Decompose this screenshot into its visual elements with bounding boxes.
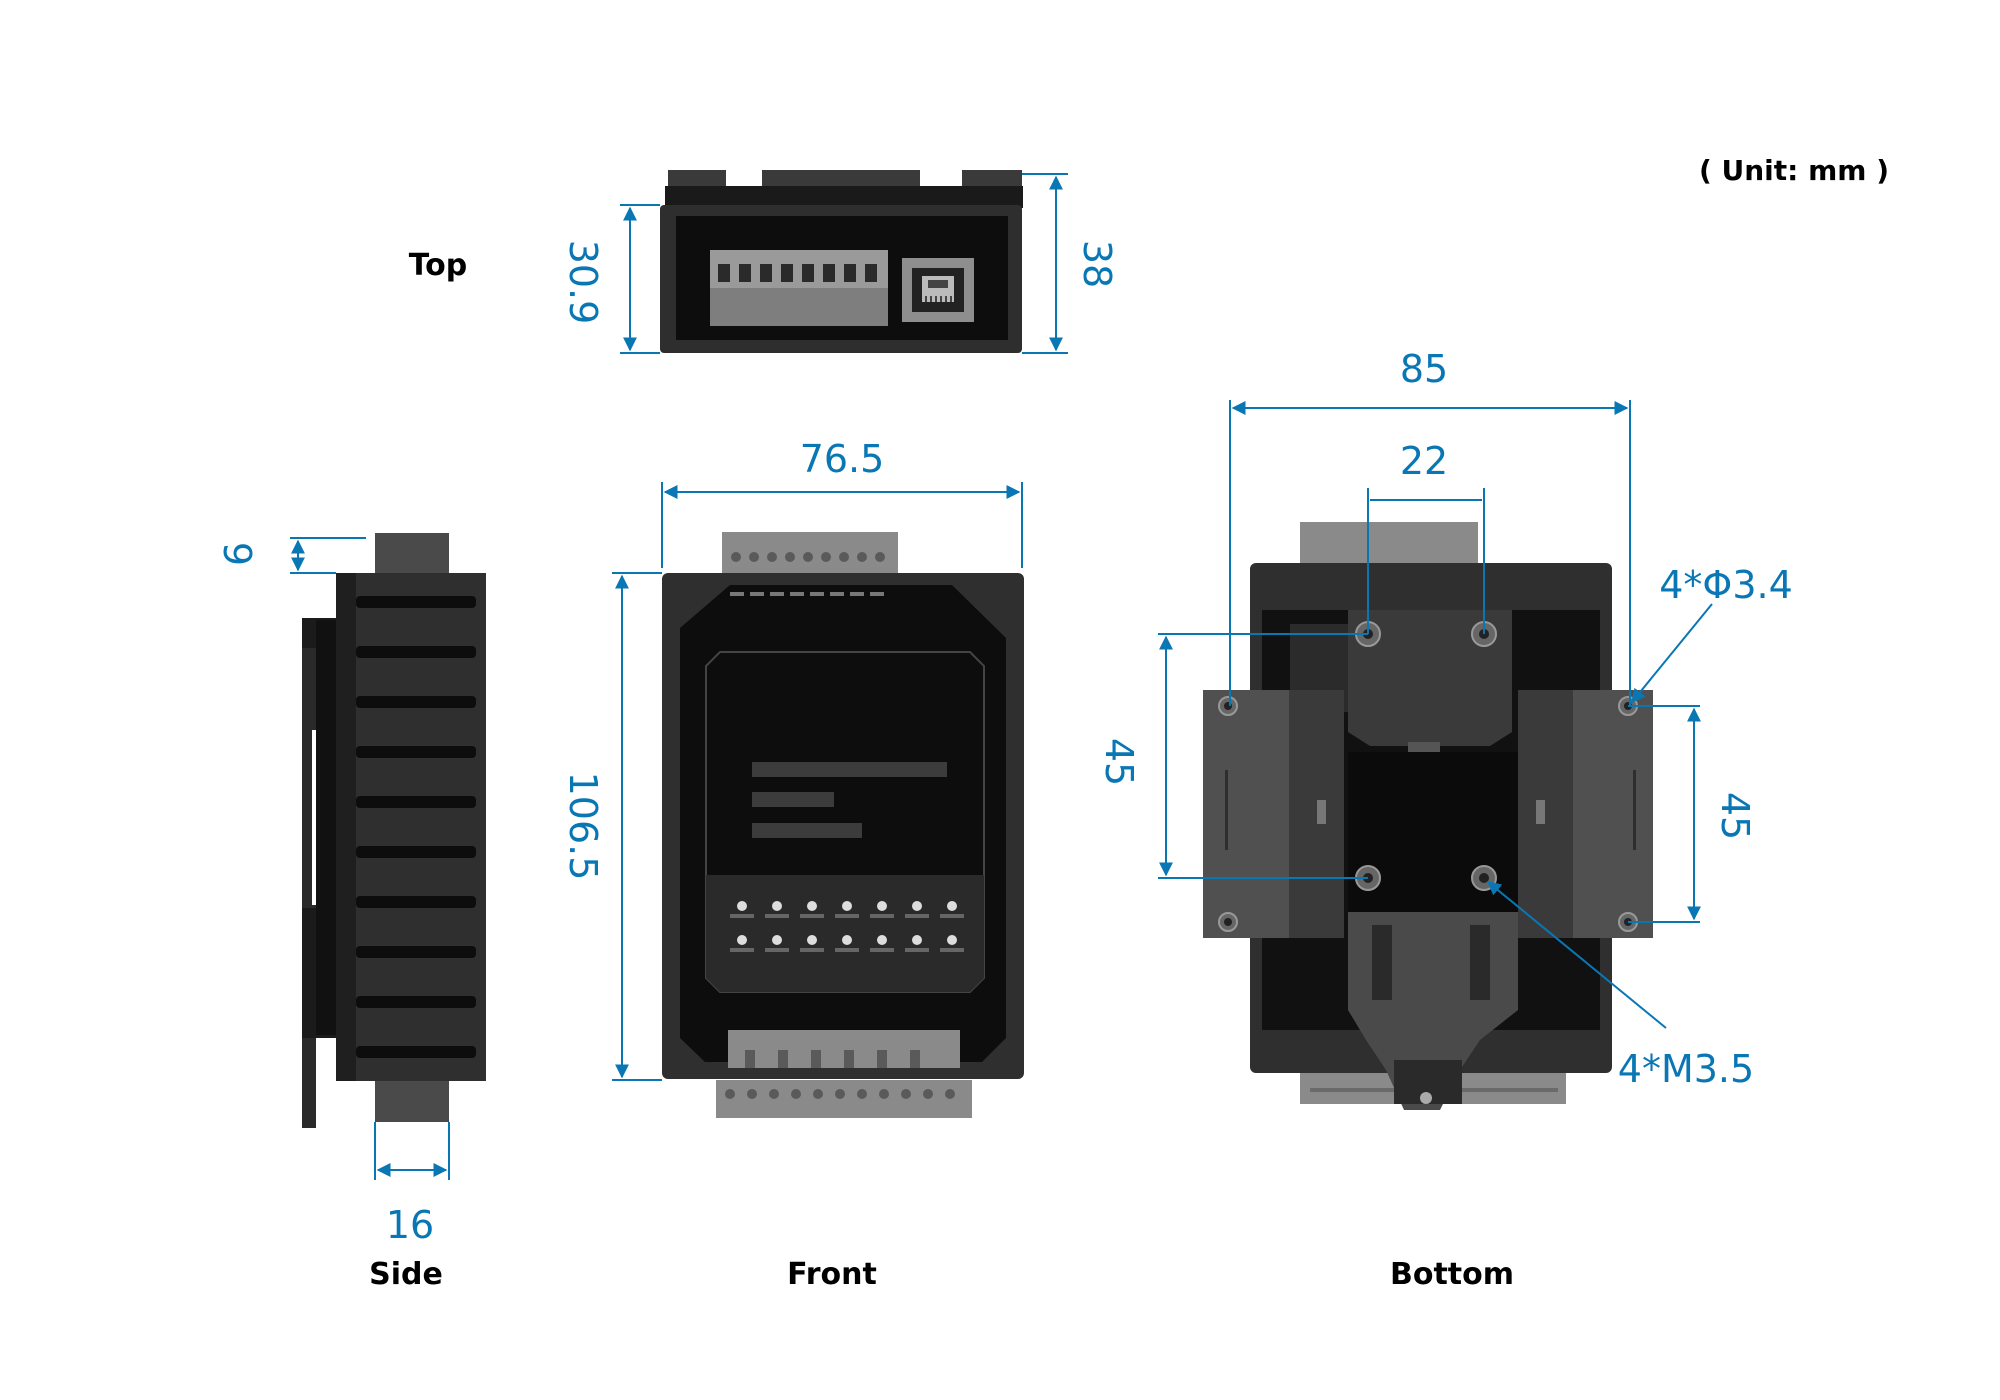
dim-front-height: 106.5 (561, 772, 605, 881)
top-dimension-lines (620, 173, 1068, 354)
side-view (302, 533, 486, 1128)
view-label-front: Front (787, 1257, 877, 1292)
dim-holes-thread: 4*M3.5 (1618, 1047, 1754, 1091)
dim-side-width: 16 (386, 1203, 434, 1247)
top-view (660, 170, 1023, 353)
unit-note: ( Unit: mm ) (1699, 154, 1889, 187)
side-dimension-lines (290, 537, 450, 1180)
bottom-view (1203, 522, 1653, 1110)
dim-front-width: 76.5 (800, 437, 885, 481)
front-view (662, 532, 1024, 1118)
front-dimension-lines (612, 482, 1023, 1081)
bottom-dimension-lines (1158, 400, 1713, 1029)
dim-bottom-left-spacing: 45 (1097, 738, 1141, 786)
dim-bottom-right-spacing: 45 (1713, 792, 1757, 840)
dim-top-total: 38 (1075, 240, 1119, 288)
view-label-side: Side (369, 1257, 443, 1292)
dim-top-depth: 30.9 (561, 240, 605, 325)
dim-bottom-inner: 22 (1400, 439, 1448, 483)
dim-holes-phi: 4*Φ3.4 (1659, 563, 1793, 607)
dim-bottom-total: 85 (1400, 347, 1448, 391)
view-label-top: Top (409, 248, 468, 283)
view-label-bottom: Bottom (1390, 1257, 1514, 1292)
dim-side-tab: 9 (215, 542, 259, 566)
